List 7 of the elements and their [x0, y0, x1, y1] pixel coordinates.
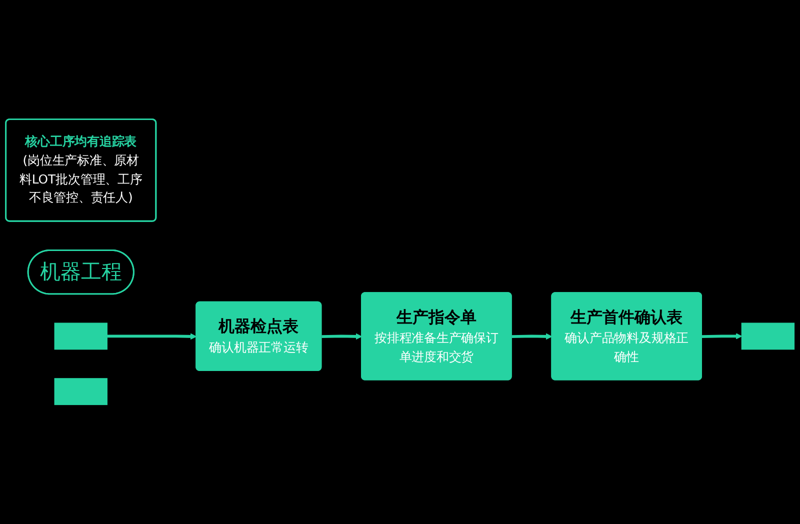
node-box	[54, 322, 108, 350]
node-box	[54, 378, 108, 406]
arrow	[322, 333, 362, 340]
arrow	[107, 333, 197, 340]
node-box	[741, 322, 795, 350]
arrow	[512, 333, 552, 340]
arrow	[702, 333, 742, 340]
